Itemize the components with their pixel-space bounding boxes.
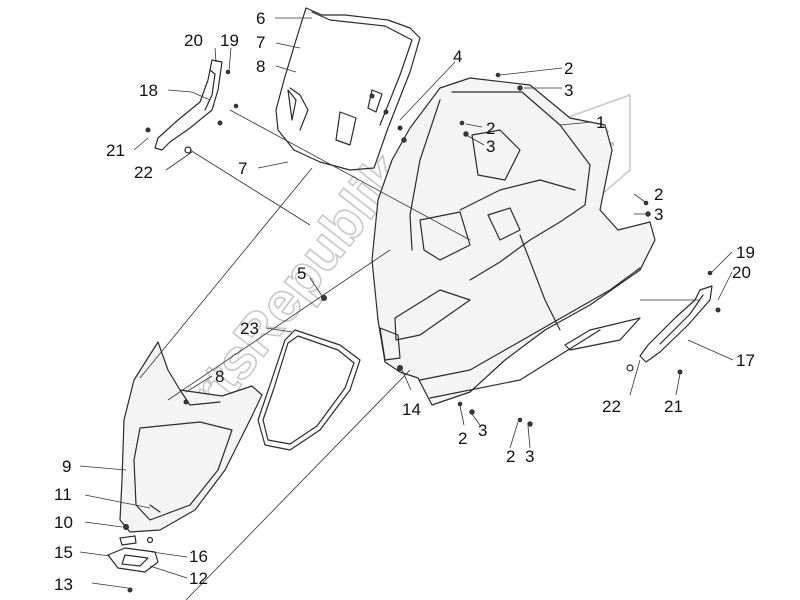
windshield bbox=[275, 7, 421, 171]
callout-6: 6 bbox=[256, 9, 265, 28]
callout-4: 4 bbox=[453, 47, 462, 66]
callout-labels: 6 20 19 7 8 4 2 3 18 1 2 3 21 22 7 2 3 5… bbox=[54, 9, 755, 594]
callout-9: 9 bbox=[62, 457, 71, 476]
callout-8: 8 bbox=[256, 57, 265, 76]
callout-20: 20 bbox=[732, 263, 751, 282]
callout-23: 23 bbox=[240, 319, 259, 338]
callout-3: 3 bbox=[525, 447, 534, 466]
callout-22: 22 bbox=[602, 397, 621, 416]
callout-15: 15 bbox=[54, 543, 73, 562]
callout-7: 7 bbox=[256, 33, 265, 52]
callout-11: 11 bbox=[54, 485, 72, 504]
callout-17: 17 bbox=[736, 351, 755, 370]
callout-2: 2 bbox=[486, 119, 495, 138]
callout-2: 2 bbox=[564, 59, 573, 78]
callout-2: 2 bbox=[654, 185, 663, 204]
callout-13: 13 bbox=[54, 575, 73, 594]
callout-1: 1 bbox=[596, 113, 605, 132]
callout-2: 2 bbox=[458, 429, 467, 448]
bottom-clip-assembly bbox=[107, 535, 159, 573]
front-leg-shield bbox=[371, 77, 656, 406]
callout-12: 12 bbox=[189, 569, 208, 588]
callout-19: 19 bbox=[220, 31, 239, 50]
gasket bbox=[257, 329, 361, 451]
callout-5: 5 bbox=[297, 264, 306, 283]
left-mirror-bracket bbox=[154, 59, 223, 154]
callout-8: 8 bbox=[215, 367, 224, 386]
callout-3: 3 bbox=[564, 81, 573, 100]
callout-20: 20 bbox=[184, 31, 203, 50]
callout-22: 22 bbox=[134, 163, 153, 182]
callout-2: 2 bbox=[506, 447, 515, 466]
fasteners bbox=[123, 69, 721, 593]
callout-18: 18 bbox=[139, 81, 158, 100]
leader-lines bbox=[79, 17, 734, 600]
callout-21: 21 bbox=[106, 141, 125, 160]
callout-3: 3 bbox=[478, 421, 487, 440]
callout-3: 3 bbox=[486, 137, 495, 156]
callout-7: 7 bbox=[238, 159, 247, 178]
callout-3: 3 bbox=[654, 205, 663, 224]
callout-14: 14 bbox=[402, 400, 421, 419]
callout-19: 19 bbox=[736, 243, 755, 262]
callout-21: 21 bbox=[664, 397, 683, 416]
lower-front-shield bbox=[119, 341, 263, 533]
right-mirror-bracket bbox=[626, 285, 713, 372]
callout-16: 16 bbox=[189, 547, 208, 566]
callout-10: 10 bbox=[54, 513, 73, 532]
